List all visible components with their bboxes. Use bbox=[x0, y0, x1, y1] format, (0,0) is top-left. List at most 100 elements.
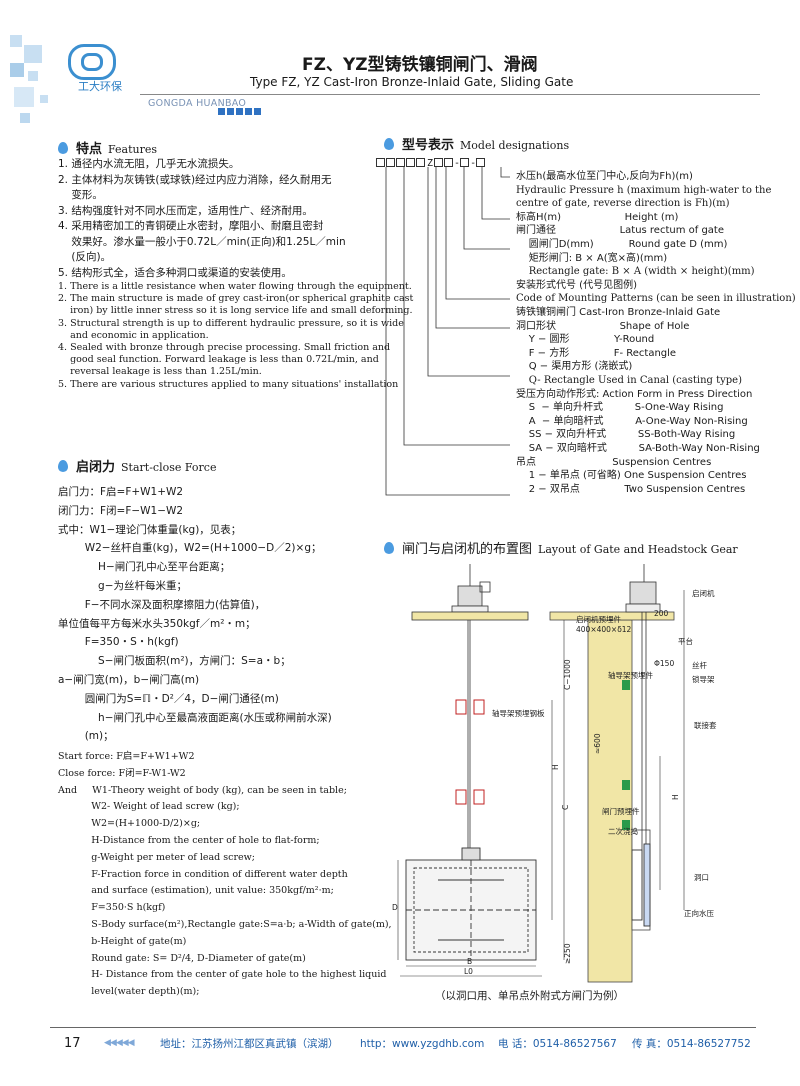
model-item: Q − 渠用方形 (浇嵌式) bbox=[516, 360, 633, 374]
model-item: A − 单向暗杆式 A-One-Way Non-Rising bbox=[516, 415, 748, 429]
text-line: F−不同水深及面积摩擦阻力(估算值)， bbox=[58, 598, 266, 611]
model-item-text: 矩形闸门: B × A(宽×高)(mm) bbox=[516, 252, 668, 264]
svg-text:正向水压: 正向水压 bbox=[684, 908, 714, 918]
dim-lines-right bbox=[551, 590, 685, 960]
text-line: Start force: F启=F+W1+W2 bbox=[58, 751, 195, 762]
svg-text:H: H bbox=[671, 794, 680, 800]
svg-text:启闭机: 启闭机 bbox=[692, 588, 715, 598]
text-line: H- Distance from the center of gate hole… bbox=[58, 969, 387, 981]
model-item: 1 − 单吊点 (可省略) One Suspension Centres bbox=[516, 469, 747, 483]
text-line: b-Height of gate(m) bbox=[58, 935, 187, 947]
model-item-text: Y − 圆形 Y-Round bbox=[516, 334, 655, 346]
platform-left bbox=[411, 611, 529, 621]
text-line: Close force: F闭=F-W1-W2 bbox=[58, 767, 186, 779]
model-item: SA − 双向暗杆式 SA-Both-Way Non-Rising bbox=[516, 442, 760, 456]
model-item: 铸铁镶铜闸门 Cast-Iron Bronze-Inlaid Gate bbox=[516, 306, 720, 320]
footer-arrows-icon: ◀◀◀◀◀ bbox=[104, 1038, 135, 1048]
footer-telephone: 电 话：0514-86527567 bbox=[498, 1038, 617, 1050]
text-line: F=350・S・h(kgf) bbox=[58, 636, 179, 649]
text-line: g-Weight per meter of lead screw; bbox=[58, 851, 255, 863]
model-item-text: SA − 双向暗杆式 SA-Both-Way Non-Rising bbox=[516, 443, 760, 454]
footer-fax: 传 真：0514-86527752 bbox=[632, 1038, 751, 1050]
brand-name-en: GONGDA HUANBAO bbox=[148, 98, 247, 109]
text-line: h−闸门孔中心至最高液面距离(水压或称闸前水深) bbox=[58, 711, 332, 724]
model-item: 受压方向动作形式: Action Form in Press Direction bbox=[516, 388, 752, 402]
model-item: 2 − 双吊点 Two Suspension Centres bbox=[516, 483, 746, 497]
text-line: 式中：W1−理论门体重量(kg)，见表； bbox=[58, 523, 242, 536]
model-item: 标高H(m) Height (m) bbox=[516, 211, 678, 225]
svg-text:≈600: ≈600 bbox=[593, 733, 602, 754]
model-item: 矩形闸门: B × A(宽×高)(mm) bbox=[516, 252, 667, 266]
water-drop-icon bbox=[58, 460, 68, 472]
text-line: 启门力：F启=F+W1+W2 bbox=[58, 486, 184, 498]
model-item: SS − 双向升杆式 SS-Both-Way Rising bbox=[516, 428, 736, 442]
water-drop-icon bbox=[384, 542, 394, 554]
model-item: S − 单向升杆式 S-One-Way Rising bbox=[516, 401, 724, 415]
guide-brackets-left bbox=[455, 699, 485, 805]
model-item-text: A − 单向暗杆式 A-One-Way Non-Rising bbox=[516, 415, 748, 427]
model-item-text: Code of Mounting Patterns (can be seen i… bbox=[516, 293, 796, 305]
text-line: Round gate: S= D²/4, D-Diameter of gate(… bbox=[58, 952, 306, 964]
footer-divider bbox=[50, 1027, 756, 1028]
headstock-right bbox=[625, 564, 661, 890]
text-line: W2=(H+1000-D/2)×g; bbox=[58, 818, 201, 830]
svg-text:Φ150: Φ150 bbox=[654, 659, 674, 668]
model-item: 安装形式代号 (代号见图例) bbox=[516, 279, 637, 293]
embedded-parts-right bbox=[622, 680, 630, 830]
text-line: reversal leakage is less than 1.25L/min. bbox=[58, 366, 262, 378]
model-leader-lines bbox=[385, 167, 510, 496]
svg-text:闸门预埋件: 闸门预埋件 bbox=[602, 806, 640, 816]
water-drop-icon bbox=[384, 138, 394, 150]
dim-lines-left bbox=[397, 860, 542, 977]
model-item: 闸门通径 Latus rectum of gate bbox=[516, 224, 724, 238]
text-line: 2. 主体材料为灰铸铁(或球铁)经过内应力消除，经久耐用无 bbox=[58, 173, 332, 186]
model-item-text: S − 单向升杆式 S-One-Way Rising bbox=[516, 402, 724, 414]
text-line: 4. Sealed with bronze through precise pr… bbox=[58, 342, 391, 353]
svg-text:洞口: 洞口 bbox=[694, 873, 709, 882]
model-item-text: SS − 双向升杆式 SS-Both-Way Rising bbox=[516, 429, 736, 441]
diagram-caption: （以洞口用、单吊点外附式方闸门为例） bbox=[435, 990, 624, 1002]
gate-body-left bbox=[405, 847, 537, 961]
company-logo-icon bbox=[68, 44, 116, 80]
text-line: 单位值每平方每米水头350kgf／m²・m； bbox=[58, 617, 256, 630]
text-line: W2- Weight of lead screw (kg); bbox=[58, 801, 240, 813]
model-item-text: 闸门通径 Latus rectum of gate bbox=[516, 225, 725, 237]
text-line: H−闸门孔中心至平台距离； bbox=[58, 561, 231, 574]
model-item-text: Rectangle gate: B × A (width × height)(m… bbox=[516, 266, 755, 278]
model-item: 吊点 Suspension Centres bbox=[516, 456, 711, 470]
page-number: 17 bbox=[64, 1036, 81, 1051]
text-line: 圆闸门为S=ℿ・D²／4，D−闸门通径(m) bbox=[58, 692, 279, 705]
svg-text:L0: L0 bbox=[464, 967, 473, 976]
model-item-text: Q − 渠用方形 (浇嵌式) bbox=[516, 361, 633, 373]
model-item: 圆闸门D(mm) Round gate D (mm) bbox=[516, 238, 728, 252]
text-line: 5. 结构形式全，适合多种洞口或渠道的安装使用。 bbox=[58, 266, 292, 279]
text-line: S−闸门板面积(m²)，方闸门：S=a・b； bbox=[58, 655, 291, 668]
svg-text:B: B bbox=[467, 957, 472, 966]
model-item: 洞口形状 Shape of Hole bbox=[516, 320, 689, 334]
page-title-cn: FZ、YZ型铸铁镶铜闸门、滑阀 bbox=[302, 55, 538, 75]
model-item: 水压h(最高水位至门中心,反向为Fh)(m) bbox=[516, 170, 693, 184]
svg-text:H: H bbox=[551, 764, 560, 770]
text-line: F-Fraction force in condition of differe… bbox=[58, 868, 348, 880]
model-item: Hydraulic Pressure h (maximum high-water… bbox=[516, 184, 771, 198]
svg-text:启闭机预埋件: 启闭机预埋件 bbox=[576, 614, 621, 624]
svg-text:轴导架预埋件: 轴导架预埋件 bbox=[608, 670, 653, 680]
svg-text:锁导架: 锁导架 bbox=[692, 674, 715, 684]
text-line: (反向)。 bbox=[58, 251, 112, 263]
headstock-left bbox=[451, 564, 491, 860]
model-item-text: 标高H(m) Height (m) bbox=[516, 211, 679, 223]
text-line: (m)； bbox=[58, 730, 114, 743]
text-line: 1. There is a little resistance when wat… bbox=[58, 281, 412, 292]
model-code-pattern: Z-- bbox=[376, 158, 486, 169]
svg-text:400×400×δ12: 400×400×δ12 bbox=[576, 625, 632, 634]
model-item: Y − 圆形 Y-Round bbox=[516, 333, 655, 347]
svg-text:D: D bbox=[392, 903, 398, 912]
text-line: good seal function. Forward leakage is l… bbox=[58, 354, 379, 366]
svg-text:≥250: ≥250 bbox=[563, 943, 572, 964]
text-line: and surface (estimation), unit value: 35… bbox=[58, 885, 334, 897]
model-item-text: 圆闸门D(mm) Round gate D (mm) bbox=[516, 239, 728, 250]
text-line: S-Body surface(m²),Rectangle gate:S=a·b;… bbox=[58, 919, 392, 930]
